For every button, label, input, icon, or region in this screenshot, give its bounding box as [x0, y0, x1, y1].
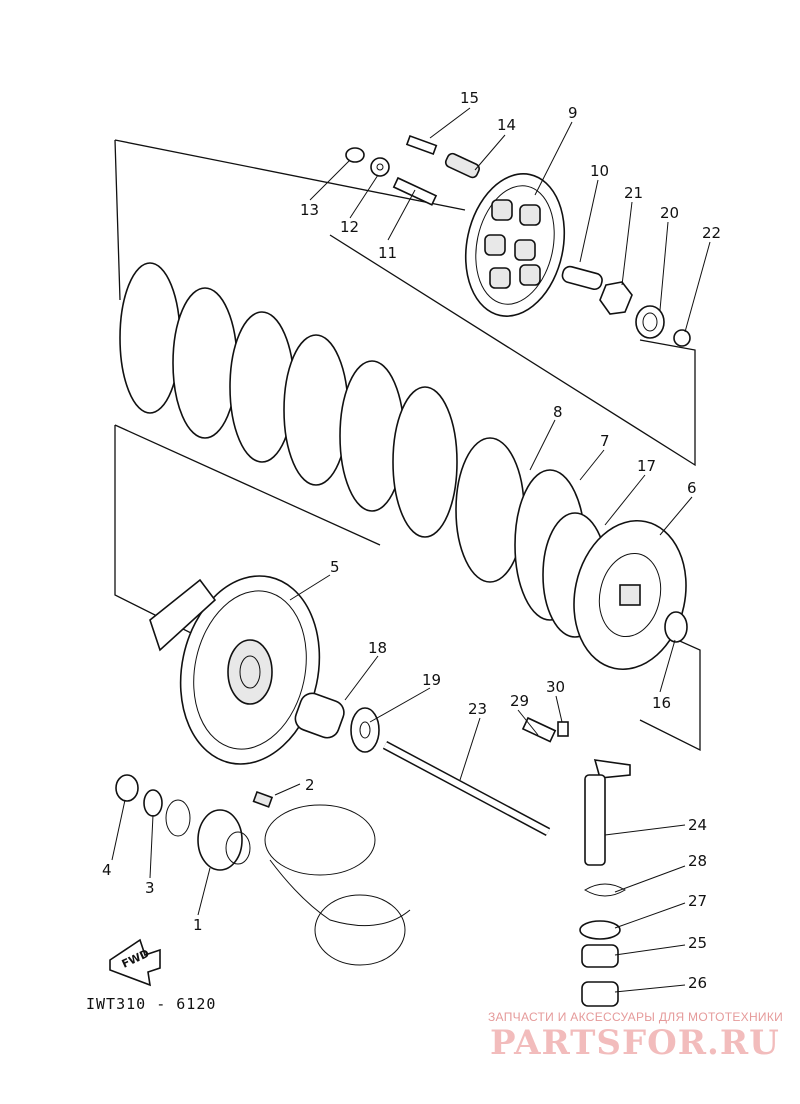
fwd-arrow: FWD [109, 938, 161, 987]
callout-1: 1 [193, 916, 203, 934]
callout-6: 6 [687, 479, 697, 497]
callout-19: 19 [422, 671, 441, 689]
small-hardware [345, 134, 691, 347]
leader-lines [111, 107, 711, 993]
callout-17: 17 [637, 457, 656, 475]
clutch-plate-stack [119, 262, 608, 638]
callout-labels: 15 14 9 10 21 20 22 13 12 11 8 7 17 6 16… [102, 89, 721, 992]
callout-26: 26 [688, 974, 707, 992]
drawing-code: IWT310 - 6120 [86, 995, 217, 1013]
watermark-logo: PARTSFOR.RU [490, 1023, 780, 1063]
callout-22: 22 [702, 224, 721, 242]
callout-20: 20 [660, 204, 679, 222]
callout-9: 9 [568, 104, 578, 122]
callout-12: 12 [340, 218, 359, 236]
callout-21: 21 [624, 184, 643, 202]
callout-23: 23 [468, 700, 487, 718]
callout-4: 4 [102, 861, 112, 879]
callout-10: 10 [590, 162, 609, 180]
push-lever-assembly [521, 716, 631, 1007]
callout-8: 8 [553, 403, 563, 421]
callout-27: 27 [688, 892, 707, 910]
callout-30: 30 [546, 678, 565, 696]
callout-2: 2 [305, 776, 315, 794]
clutch-boss [573, 519, 688, 671]
crankshaft [264, 804, 411, 966]
callout-11: 11 [378, 244, 397, 262]
primary-drive-gear [115, 774, 274, 871]
callout-25: 25 [688, 934, 707, 952]
callout-24: 24 [688, 816, 707, 834]
callout-16: 16 [652, 694, 671, 712]
callout-15: 15 [460, 89, 479, 107]
spacer-washer [294, 692, 380, 753]
callout-7: 7 [600, 432, 610, 450]
clutch-housing [149, 575, 321, 765]
callout-14: 14 [497, 116, 516, 134]
callout-3: 3 [145, 879, 155, 897]
pressure-plate [464, 173, 566, 317]
callout-28: 28 [688, 852, 707, 870]
watermark-tagline: ЗАПЧАСТИ И АКСЕССУАРЫ ДЛЯ МОТОТЕХНИКИ [488, 1010, 784, 1024]
callout-13: 13 [300, 201, 319, 219]
callout-18: 18 [368, 639, 387, 657]
callout-29: 29 [510, 692, 529, 710]
push-rod [382, 741, 551, 836]
callout-5: 5 [330, 558, 340, 576]
